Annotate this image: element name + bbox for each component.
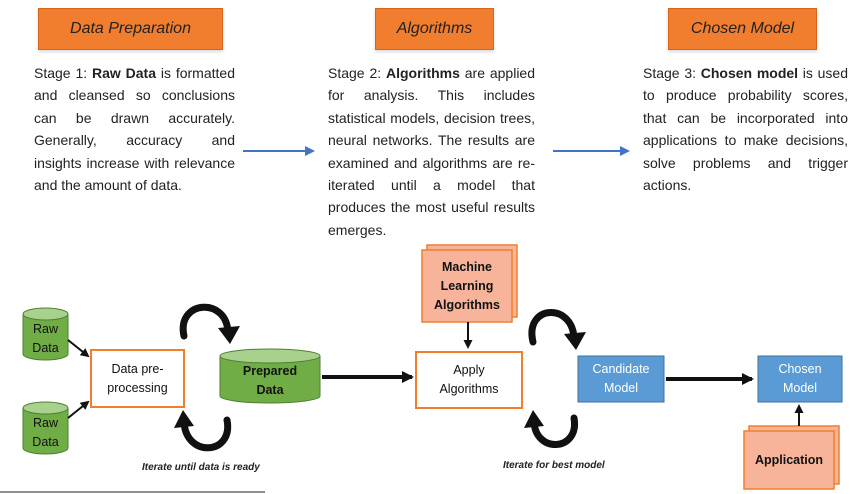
chosen-model-label: Chosen Model — [778, 362, 822, 395]
stage-1-description: Stage 1: Raw Data is formatted and clean… — [34, 62, 235, 196]
stage-3-description: Stage 3: Chosen model is used to produce… — [643, 62, 848, 196]
application-label: Application — [754, 452, 824, 467]
stage-2-description: Stage 2: Algorithms are applied for anal… — [328, 62, 535, 241]
loop-arrowhead-top-left — [218, 326, 240, 344]
stage-1-prefix: Stage 1: — [34, 65, 92, 81]
stage-1-text: is formatted and cleansed so conclusions… — [34, 65, 235, 194]
stage-header-data-preparation: Data Preparation — [38, 8, 223, 50]
loop-arrow-bottom-right — [530, 414, 578, 448]
stage-2-text: are applied for analysis. This includes … — [328, 65, 536, 238]
stage-3-text: is used to produce probability scores, t… — [643, 65, 849, 194]
raw-1-to-preprocessing-arrow — [67, 339, 90, 358]
loop-arrowhead-bottom-right — [524, 410, 544, 428]
stage-3-keyword: Chosen model — [700, 65, 799, 81]
loop-arrowhead-top-right — [564, 332, 586, 350]
loop-arrow-top-right — [528, 309, 578, 346]
prepared-data-cylinder — [219, 348, 321, 404]
stage-2-prefix: Stage 2: — [328, 65, 386, 81]
iterate-model-caption: Iterate for best model — [503, 460, 605, 471]
raw-data-cylinder-1 — [22, 307, 69, 361]
stage-3-prefix: Stage 3: — [643, 65, 701, 81]
raw-data-cylinder-2 — [22, 401, 69, 455]
stage-2-keyword: Algorithms — [386, 65, 460, 81]
loop-arrow-top-left — [179, 303, 232, 340]
stage-1-keyword: Raw Data — [92, 65, 156, 81]
preprocessing-box — [90, 349, 185, 408]
application-stack — [743, 425, 840, 490]
loop-arrow-bottom-left — [180, 416, 232, 452]
preprocessing-label: Data pre- processing — [107, 361, 168, 395]
iterate-data-caption: Iterate until data is ready — [142, 462, 260, 473]
loop-arrowhead-bottom-left — [174, 410, 194, 428]
stage-header-algorithms: Algorithms — [375, 8, 494, 50]
raw-data-1-label: Raw Data — [32, 322, 59, 355]
ml-algorithms-label: Machine Learning Algorithms — [434, 259, 500, 312]
stage-header-chosen-model: Chosen Model — [668, 8, 817, 50]
prepared-data-label: Prepared Data — [242, 364, 298, 397]
ml-algorithms-stack — [421, 244, 518, 323]
apply-algorithms-box — [415, 351, 523, 409]
raw-2-to-preprocessing-arrow — [67, 400, 90, 419]
candidate-model-label: Candidate Model — [592, 362, 650, 395]
chosen-model-box — [757, 355, 843, 403]
candidate-model-box — [577, 355, 665, 403]
raw-data-2-label: Raw Data — [32, 416, 59, 449]
apply-algorithms-label: Apply Algorithms — [439, 363, 499, 396]
